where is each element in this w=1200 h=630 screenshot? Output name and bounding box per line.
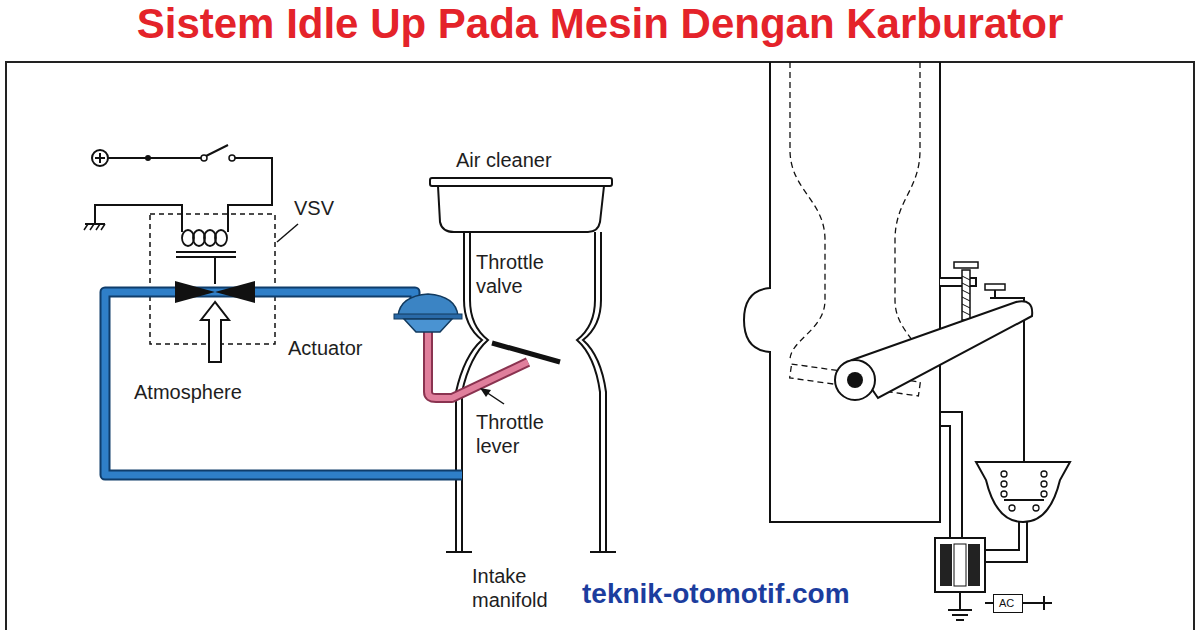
frame (6, 62, 1194, 630)
box-label: AC (999, 596, 1017, 610)
adjusting-screw (994, 290, 996, 298)
spring-dots (1001, 491, 1007, 497)
carburetor-bore (583, 232, 606, 552)
part-label: Air cleaner (456, 148, 552, 172)
spring-dots (1041, 471, 1047, 477)
carburetor-bore (577, 232, 600, 552)
part-label: Throttle valve (476, 250, 562, 298)
throttle-pivot (835, 360, 875, 400)
part-label: Atmosphere (134, 380, 242, 404)
switch-box: AC (993, 594, 1023, 613)
battery-terminal (99, 153, 101, 163)
adjusting-screw (962, 270, 970, 320)
spring-dots (1041, 491, 1047, 497)
ground-symbol (948, 609, 972, 611)
switch-symbol (229, 155, 235, 161)
part-label: Throttle lever (476, 410, 562, 458)
spring-dots (1041, 481, 1047, 487)
ground-symbol (952, 614, 968, 616)
vacuum-diaphragm (404, 319, 452, 332)
spring-dots (1033, 505, 1039, 511)
watermark: teknik-otomotif.com (582, 578, 850, 610)
battery-terminal (92, 150, 108, 166)
venturi-outline (895, 62, 920, 360)
ground-symbol (84, 224, 105, 230)
solenoid-plunger (954, 544, 966, 586)
throttle-pivot (847, 372, 863, 388)
part-label: Intake manifold (472, 564, 572, 612)
wire (959, 592, 961, 610)
valve-symbol (175, 281, 215, 303)
coil-core (176, 256, 236, 258)
linkage-rod (428, 330, 528, 398)
wire (108, 157, 201, 159)
adjusting-screw (954, 262, 978, 268)
throttle-arm (852, 301, 1032, 398)
part-label: Actuator (288, 336, 362, 360)
vacuum-hose (105, 292, 462, 475)
wire (95, 205, 182, 232)
spring-dots (1009, 505, 1015, 511)
flange (590, 551, 616, 553)
leader-line (277, 224, 298, 242)
switch-symbol (206, 145, 228, 156)
filter-housing (438, 186, 604, 232)
valve-symbol (215, 281, 255, 303)
part-label: VSV (294, 196, 334, 220)
adjusting-screw (985, 284, 1005, 290)
linkage-rod (428, 330, 528, 398)
coil-symbol (215, 230, 227, 246)
valve-stem (214, 257, 216, 284)
venturi-outline (790, 62, 825, 360)
vacuum-line (940, 426, 950, 538)
wire-junction (145, 155, 151, 161)
wire (228, 158, 272, 232)
vacuum-line (985, 522, 1027, 562)
vacuum-hose (105, 292, 462, 475)
adjusting-screw (962, 276, 970, 315)
ground-symbol (956, 619, 964, 621)
air-inlet-arrow (201, 302, 229, 362)
solenoid-coil (968, 544, 980, 586)
vacuum-line (985, 522, 1019, 550)
diagram-title: Sistem Idle Up Pada Mesin Dengan Karbura… (137, 0, 1064, 48)
spring-dots (1001, 471, 1007, 477)
solenoid-symbol (935, 538, 985, 592)
leader-arrowhead (480, 388, 491, 397)
spring-dots (1001, 481, 1007, 487)
diaphragm-chamber (976, 462, 1070, 522)
switch-terminal (1044, 602, 1052, 604)
solenoid-coil (940, 544, 952, 586)
carburetor-body (744, 62, 940, 522)
leader-line (486, 392, 504, 404)
vacuum-line (940, 412, 962, 538)
filter-housing (430, 178, 612, 186)
diaphragm-plate (1004, 499, 1044, 501)
coil-core (176, 251, 236, 253)
vacuum-diaphragm (398, 294, 458, 316)
flange (446, 551, 472, 553)
